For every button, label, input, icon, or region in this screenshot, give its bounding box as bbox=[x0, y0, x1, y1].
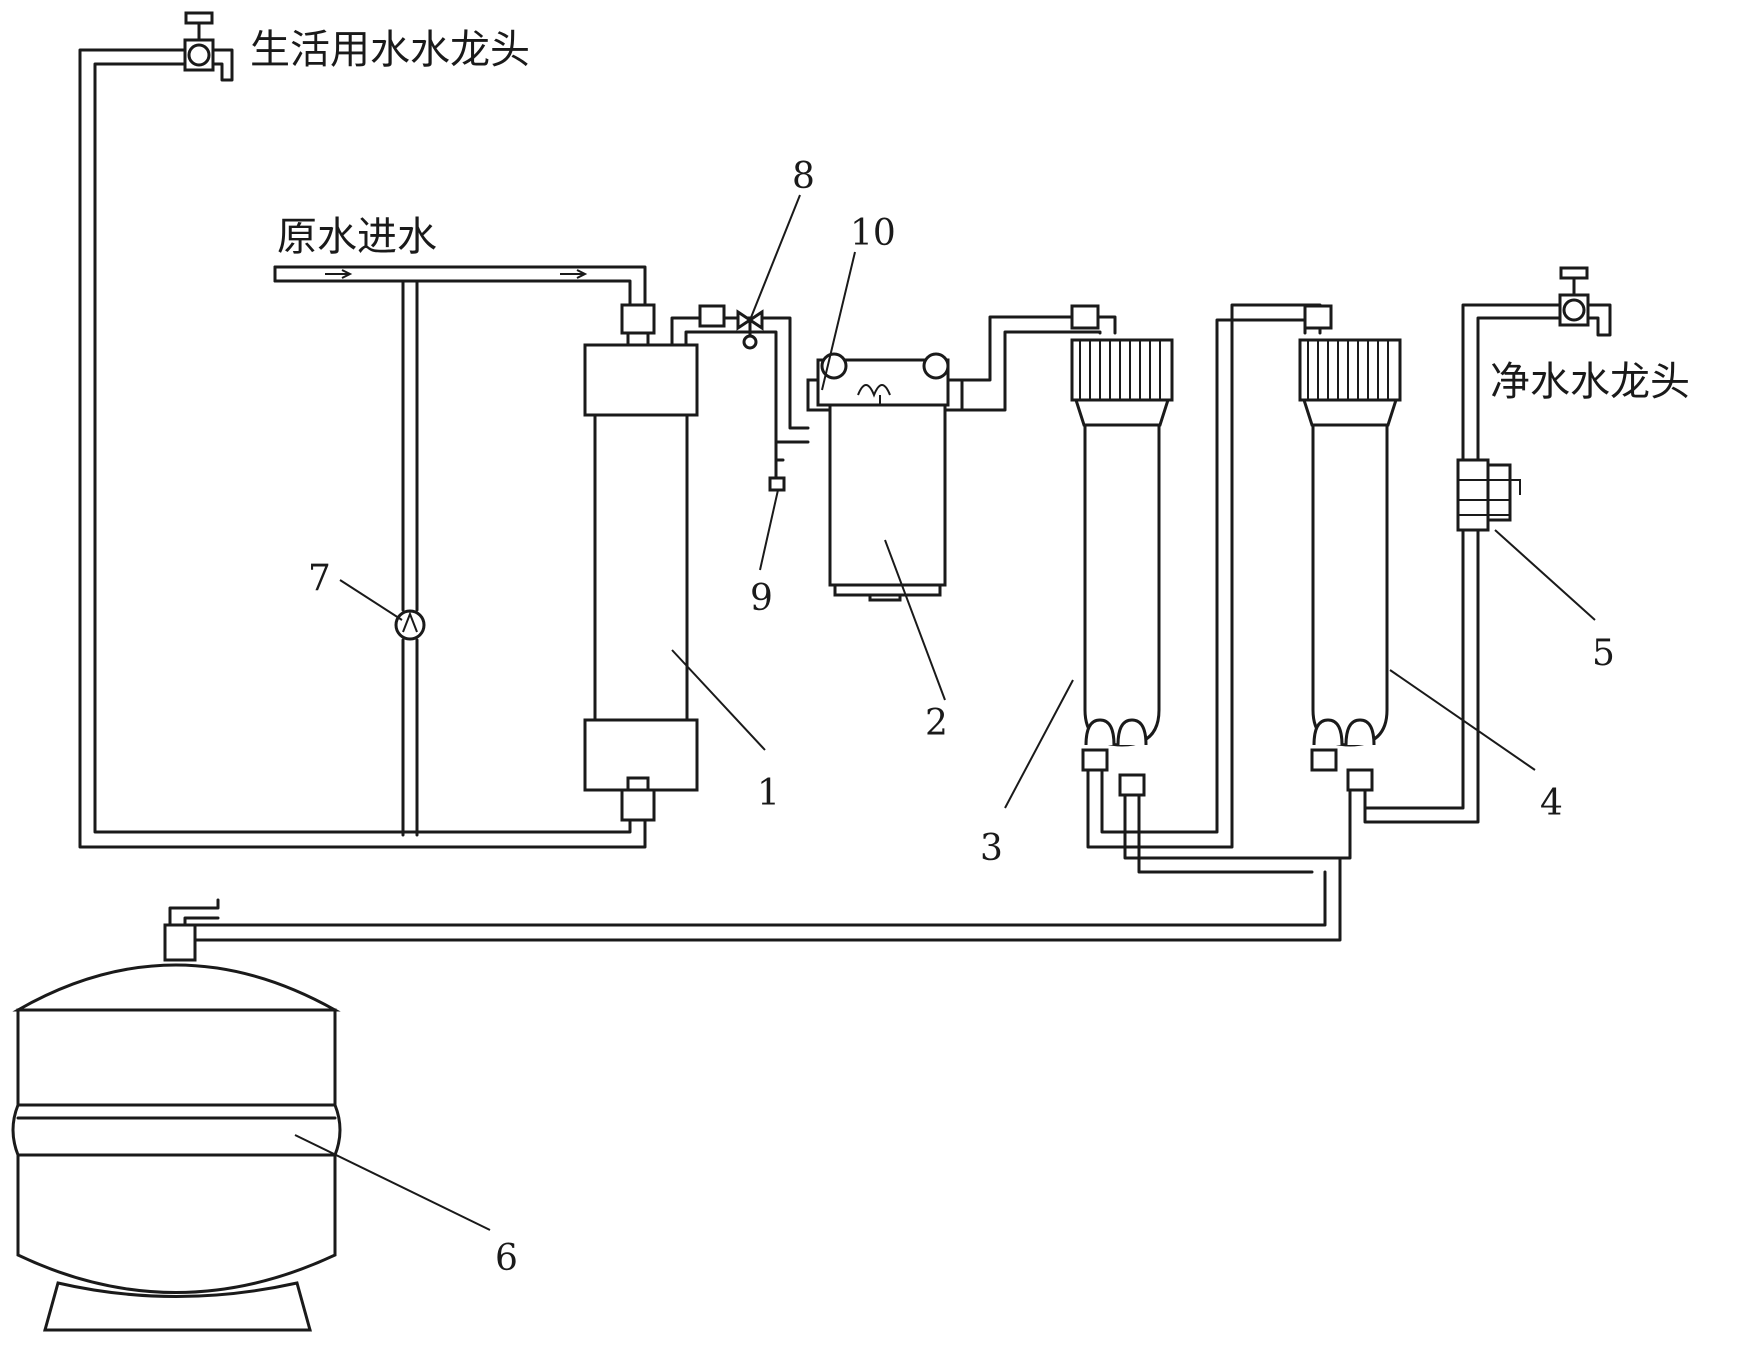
inlet-branch-pipe bbox=[401, 279, 419, 837]
leader-lines bbox=[294, 194, 1596, 1231]
callout-4: 4 bbox=[1540, 783, 1563, 824]
filter-3-ro bbox=[1070, 338, 1174, 797]
drain-9 bbox=[768, 440, 786, 492]
pure-water-faucet-icon bbox=[1558, 266, 1590, 327]
pure-water-faucet-label: 净水水龙头 bbox=[1490, 359, 1690, 405]
domestic-water-pipe bbox=[78, 48, 647, 849]
callout-2: 2 bbox=[925, 703, 948, 744]
device-5 bbox=[1456, 458, 1521, 532]
callout-6: 6 bbox=[495, 1238, 518, 1279]
filter-2-pump bbox=[806, 352, 964, 602]
domestic-faucet-icon bbox=[183, 11, 215, 72]
callout-5: 5 bbox=[1592, 633, 1615, 674]
filter-1 bbox=[583, 303, 699, 822]
pure-water-pipe bbox=[1363, 303, 1612, 824]
pipe-1-to-2 bbox=[670, 304, 810, 444]
callout-8: 8 bbox=[792, 156, 815, 197]
raw-water-inlet-pipe bbox=[273, 265, 647, 307]
raw-water-inlet-label: 原水进水 bbox=[277, 214, 437, 260]
callout-10: 10 bbox=[850, 213, 896, 254]
storage-tank-6 bbox=[11, 898, 342, 1332]
domestic-faucet-label: 生活用水水龙头 bbox=[250, 27, 530, 73]
valve-7 bbox=[394, 609, 426, 641]
callout-3: 3 bbox=[980, 828, 1003, 869]
tank-pipe bbox=[193, 856, 1342, 942]
callout-9: 9 bbox=[750, 578, 773, 619]
pipe-2-to-3 bbox=[960, 304, 1117, 412]
pipe-3-to-4 bbox=[1086, 303, 1352, 874]
callout-1: 1 bbox=[757, 773, 780, 814]
filter-4-ro bbox=[1298, 338, 1402, 792]
callout-7: 7 bbox=[308, 558, 331, 599]
